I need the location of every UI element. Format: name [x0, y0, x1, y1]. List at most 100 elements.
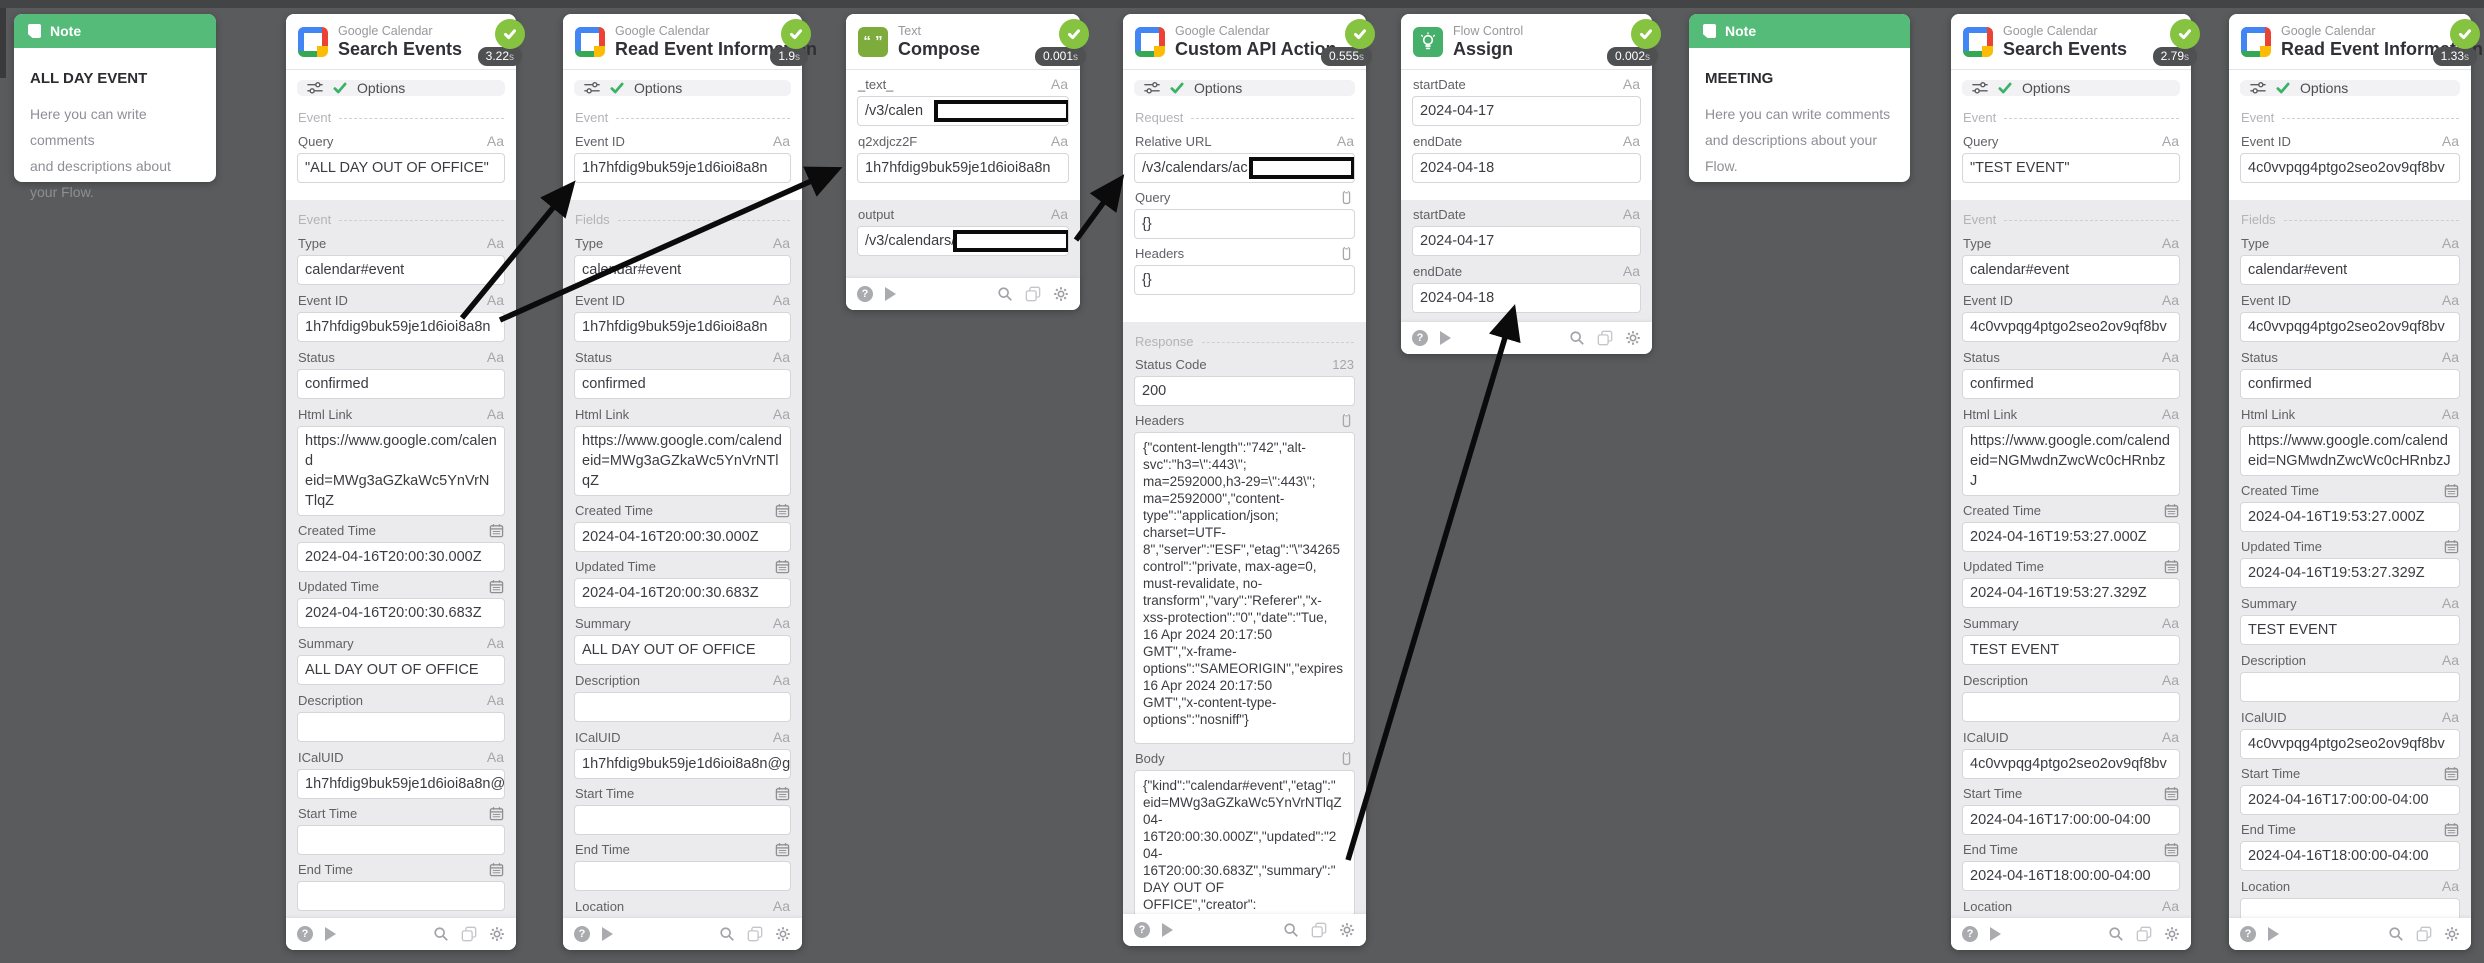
startdate-input[interactable]: 2024-04-17: [1412, 226, 1641, 256]
status-input[interactable]: confirmed: [1962, 369, 2180, 399]
description-input[interactable]: [574, 692, 791, 722]
copy-icon[interactable]: [2416, 926, 2432, 942]
updated-time-input[interactable]: 2024-04-16T20:00:30.683Z: [297, 598, 505, 628]
gear-icon[interactable]: [1053, 286, 1069, 302]
status-code-input[interactable]: 200: [1134, 376, 1355, 406]
type-input[interactable]: calendar#event: [574, 255, 791, 285]
end-time-input[interactable]: [297, 881, 505, 911]
note-card-header[interactable]: Note: [1689, 14, 1910, 48]
run-play-icon[interactable]: [325, 927, 336, 941]
run-play-icon[interactable]: [602, 927, 613, 941]
html-link-input[interactable]: https://www.google.com/calend eid=NGMwdn…: [1962, 426, 2180, 496]
summary-input[interactable]: ALL DAY OUT OF OFFICE: [574, 635, 791, 665]
q2xdjcz2f-input[interactable]: 1h7hfdig9buk59je1d6ioi8a8n: [857, 153, 1069, 183]
created-time-input[interactable]: 2024-04-16T19:53:27.000Z: [2240, 502, 2460, 532]
icaluid-input[interactable]: 4c0vvpqg4ptgo2seo2ov9qf8bv: [1962, 749, 2180, 779]
event-id-input[interactable]: 4c0vvpqg4ptgo2seo2ov9qf8bv: [2240, 312, 2460, 342]
search-icon[interactable]: [433, 926, 449, 942]
enddate-input[interactable]: 2024-04-18: [1412, 283, 1641, 313]
query-input[interactable]: {}: [1134, 209, 1355, 239]
start-time-input[interactable]: [297, 825, 505, 855]
search-icon[interactable]: [2108, 926, 2124, 942]
search-icon[interactable]: [997, 286, 1013, 302]
created-time-input[interactable]: 2024-04-16T19:53:27.000Z: [1962, 522, 2180, 552]
run-play-icon[interactable]: [1162, 923, 1173, 937]
run-play-icon[interactable]: [1440, 331, 1451, 345]
output-input[interactable]: /v3/calendars/: [857, 226, 1069, 256]
options-toggle[interactable]: Options: [2240, 80, 2460, 96]
gear-icon[interactable]: [2164, 926, 2180, 942]
help-icon[interactable]: [2240, 926, 2256, 942]
help-icon[interactable]: [297, 926, 313, 942]
status-input[interactable]: confirmed: [297, 369, 505, 399]
copy-icon[interactable]: [747, 926, 763, 942]
run-play-icon[interactable]: [1990, 927, 2001, 941]
gear-icon[interactable]: [775, 926, 791, 942]
icaluid-input[interactable]: 1h7hfdig9buk59je1d6ioi8a8n@g: [297, 769, 505, 799]
note-card-header[interactable]: Note: [14, 14, 216, 48]
options-toggle[interactable]: Options: [1134, 80, 1355, 96]
event-id-input[interactable]: 4c0vvpqg4ptgo2seo2ov9qf8bv: [1962, 312, 2180, 342]
event-id-input[interactable]: 4c0vvpqg4ptgo2seo2ov9qf8bv: [2240, 153, 2460, 183]
event-id-input[interactable]: 1h7hfdig9buk59je1d6ioi8a8n: [574, 312, 791, 342]
status-input[interactable]: confirmed: [574, 369, 791, 399]
help-icon[interactable]: [574, 926, 590, 942]
copy-icon[interactable]: [2136, 926, 2152, 942]
description-input[interactable]: [1962, 692, 2180, 722]
gear-icon[interactable]: [1339, 922, 1355, 938]
copy-icon[interactable]: [1025, 286, 1041, 302]
description-input[interactable]: [2240, 672, 2460, 702]
search-icon[interactable]: [1283, 922, 1299, 938]
headers-input[interactable]: {"content-length":"742","alt- svc":"h3=\…: [1134, 432, 1355, 744]
summary-input[interactable]: TEST EVENT: [1962, 635, 2180, 665]
summary-input[interactable]: TEST EVENT: [2240, 615, 2460, 645]
search-icon[interactable]: [1569, 330, 1585, 346]
start-time-input[interactable]: 2024-04-16T17:00:00-04:00: [1962, 805, 2180, 835]
run-play-icon[interactable]: [2268, 927, 2279, 941]
icaluid-input[interactable]: 4c0vvpqg4ptgo2seo2ov9qf8bv: [2240, 729, 2460, 759]
html-link-input[interactable]: https://www.google.com/calend eid=MWg3aG…: [297, 426, 505, 516]
query-input[interactable]: "TEST EVENT": [1962, 153, 2180, 183]
icaluid-input[interactable]: 1h7hfdig9buk59je1d6ioi8a8n@g: [574, 749, 791, 779]
options-toggle[interactable]: Options: [297, 80, 505, 96]
copy-icon[interactable]: [1597, 330, 1613, 346]
description-input[interactable]: [297, 712, 505, 742]
updated-time-input[interactable]: 2024-04-16T20:00:30.683Z: [574, 578, 791, 608]
status-input[interactable]: confirmed: [2240, 369, 2460, 399]
updated-time-input[interactable]: 2024-04-16T19:53:27.329Z: [2240, 558, 2460, 588]
help-icon[interactable]: [857, 286, 873, 302]
start-time-input[interactable]: 2024-04-16T17:00:00-04:00: [2240, 785, 2460, 815]
created-time-input[interactable]: 2024-04-16T20:00:30.000Z: [297, 542, 505, 572]
run-play-icon[interactable]: [885, 287, 896, 301]
html-link-input[interactable]: https://www.google.com/calend eid=NGMwdn…: [2240, 426, 2460, 476]
gear-icon[interactable]: [2444, 926, 2460, 942]
text-input[interactable]: /v3/calen: [857, 96, 1069, 126]
help-icon[interactable]: [1412, 330, 1428, 346]
copy-icon[interactable]: [461, 926, 477, 942]
gear-icon[interactable]: [489, 926, 505, 942]
event-id-input[interactable]: 1h7hfdig9buk59je1d6ioi8a8n: [574, 153, 791, 183]
relative-url-input[interactable]: /v3/calendars/ac: [1134, 153, 1355, 183]
search-icon[interactable]: [719, 926, 735, 942]
gear-icon[interactable]: [1625, 330, 1641, 346]
end-time-input[interactable]: 2024-04-16T18:00:00-04:00: [2240, 841, 2460, 871]
end-time-input[interactable]: 2024-04-16T18:00:00-04:00: [1962, 861, 2180, 891]
options-toggle[interactable]: Options: [1962, 80, 2180, 96]
type-input[interactable]: calendar#event: [2240, 255, 2460, 285]
created-time-input[interactable]: 2024-04-16T20:00:30.000Z: [574, 522, 791, 552]
search-icon[interactable]: [2388, 926, 2404, 942]
html-link-input[interactable]: https://www.google.com/calend eid=MWg3aG…: [574, 426, 791, 496]
